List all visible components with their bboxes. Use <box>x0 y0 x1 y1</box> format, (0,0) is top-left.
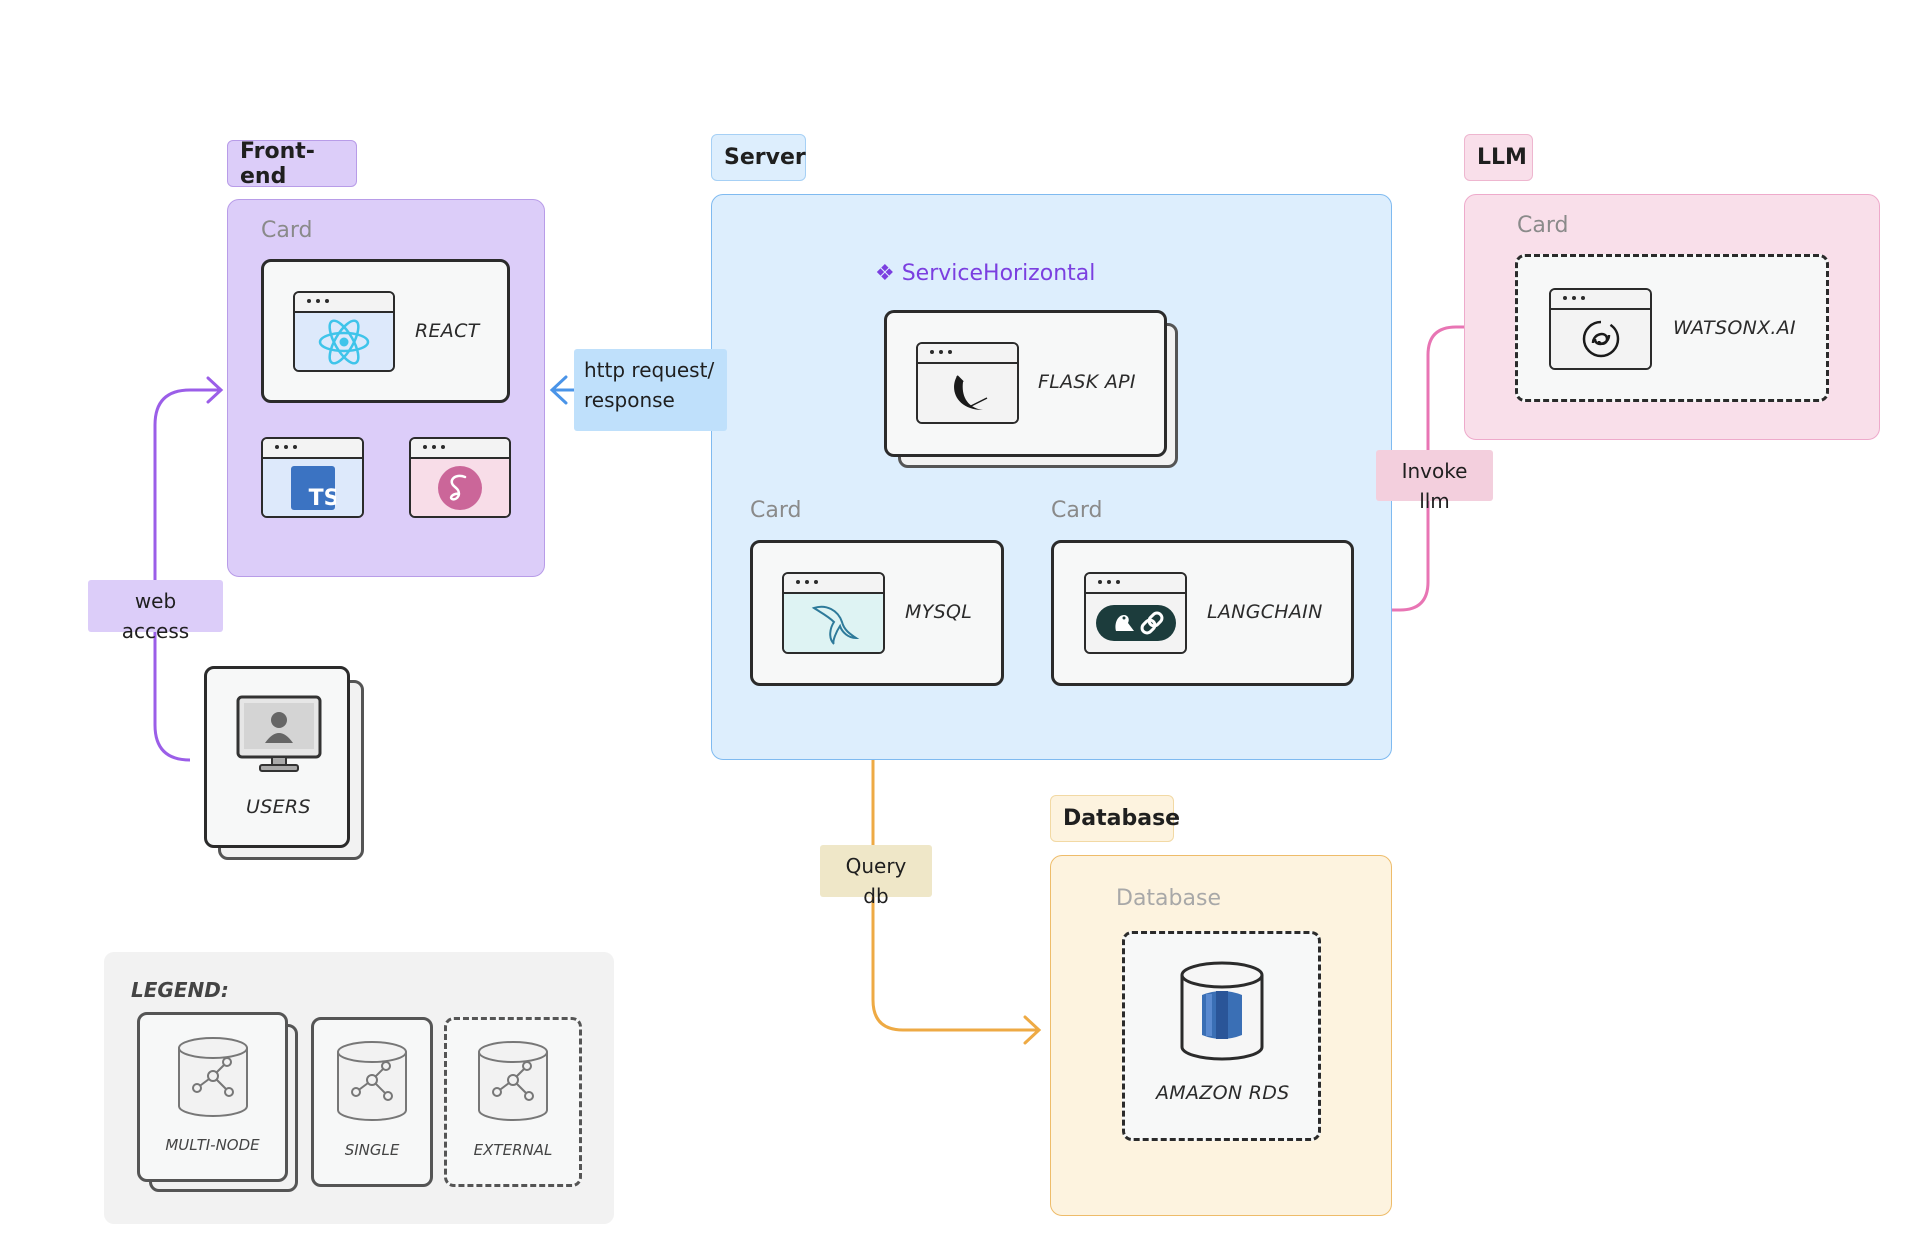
llm-tag: LLM <box>1464 134 1533 181</box>
legend-external-label: EXTERNAL <box>473 1141 553 1159</box>
external-node-icon <box>478 1041 548 1121</box>
watsonx-window <box>1549 288 1652 370</box>
langchain-label: LANGCHAIN <box>1207 601 1323 623</box>
mysql-dolphin-icon <box>811 605 859 645</box>
react-window <box>293 291 395 372</box>
invoke-llm-label: Invoke llm <box>1376 450 1493 513</box>
react-label: REACT <box>415 320 480 342</box>
langchain-card[interactable] <box>1051 540 1354 686</box>
watsonx-icon <box>1582 320 1619 358</box>
query-db-connector <box>871 692 1038 1032</box>
query-db-label: Query db <box>820 845 932 908</box>
frontend-tag: Front-end <box>227 139 357 189</box>
service-horizontal-label: ❖ ServiceHorizontal <box>875 261 1096 286</box>
react-icon <box>318 318 370 365</box>
mysql-window <box>782 572 885 654</box>
database-group-label: Database <box>1116 886 1221 911</box>
single-node-icon <box>337 1041 407 1121</box>
flask-icon <box>953 375 987 410</box>
users-label: USERS <box>246 796 311 818</box>
legend-multi-node-label: MULTI-NODE <box>165 1136 260 1154</box>
legend-single-label: SINGLE <box>344 1141 400 1159</box>
langchain-window <box>1084 572 1187 654</box>
multi-node-icon <box>178 1037 248 1117</box>
llm-card-label: Card <box>1517 213 1569 238</box>
frontend-card-label: Card <box>261 218 313 243</box>
web-access-connector <box>153 388 220 762</box>
typescript-window[interactable]: TS <box>261 437 364 518</box>
server-tag: Server <box>711 134 806 181</box>
svg-text:TS: TS <box>308 486 335 511</box>
typescript-icon: TS <box>290 465 336 511</box>
legend-title: LEGEND: <box>131 978 229 1002</box>
flask-label: FLASK API <box>1038 371 1136 393</box>
sass-icon <box>438 465 482 510</box>
mysql-label: MYSQL <box>905 601 973 623</box>
rds-database-icon <box>1180 961 1264 1061</box>
langchain-icon <box>1095 605 1176 641</box>
user-monitor-icon <box>236 695 322 772</box>
flask-window <box>916 342 1019 424</box>
http-label: http request/ response <box>574 349 727 431</box>
http-arrowhead-left <box>549 375 568 405</box>
watsonx-label: WATSONX.AI <box>1673 317 1796 339</box>
database-tag: Database <box>1050 795 1180 842</box>
rds-label: AMAZON RDS <box>1156 1082 1290 1104</box>
mysql-card-label: Card <box>750 498 802 523</box>
sass-window[interactable] <box>409 437 511 518</box>
web-access-label: web access <box>88 580 223 643</box>
web-access-arrowhead <box>206 376 224 404</box>
query-db-arrowhead-right <box>1023 1015 1042 1045</box>
langchain-card-label: Card <box>1051 498 1103 523</box>
